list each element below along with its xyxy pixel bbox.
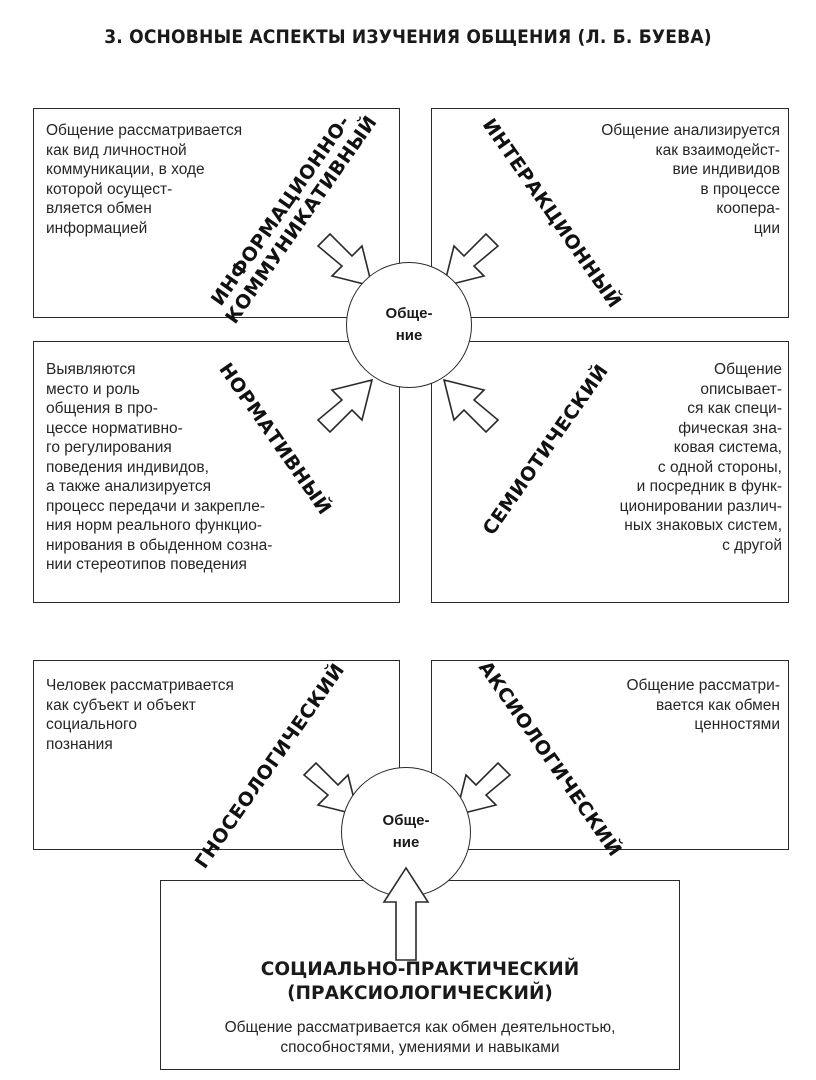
axiological-box	[431, 660, 789, 850]
axiological-description: Общение рассматри- вается как обмен ценн…	[626, 677, 781, 733]
communication-center-label: Обще- ние	[385, 305, 433, 344]
informational-description: Общение рассматривается как вид личностн…	[46, 122, 243, 237]
semiotic-description: Общение описывает- ся как специ- фическа…	[619, 361, 782, 554]
praxiological-description: Общение рассматривается как обмен деятел…	[224, 1019, 616, 1056]
interactional-description: Общение анализируется как взаимодейст- в…	[601, 122, 780, 237]
gnoseological-description: Человек рассматривается как субъект и об…	[46, 677, 234, 753]
normative-description: Выявляются место и роль общения в про- ц…	[46, 361, 273, 573]
diagram-title: 3. ОСНОВНЫЕ АСПЕКТЫ ИЗУЧЕНИЯ ОБЩЕНИЯ (Л.…	[104, 26, 712, 48]
communication-circle-bottom: Обще- ние	[341, 767, 471, 897]
communication-center-label-bottom: Обще- ние	[382, 812, 430, 851]
praxiological-label: СОЦИАЛЬНО-ПРАКТИЧЕСКИЙ (ПРАКСИОЛОГИЧЕСКИ…	[260, 959, 580, 1004]
gnoseological-box	[33, 660, 400, 850]
communication-circle-top: Обще- ние	[346, 262, 472, 388]
